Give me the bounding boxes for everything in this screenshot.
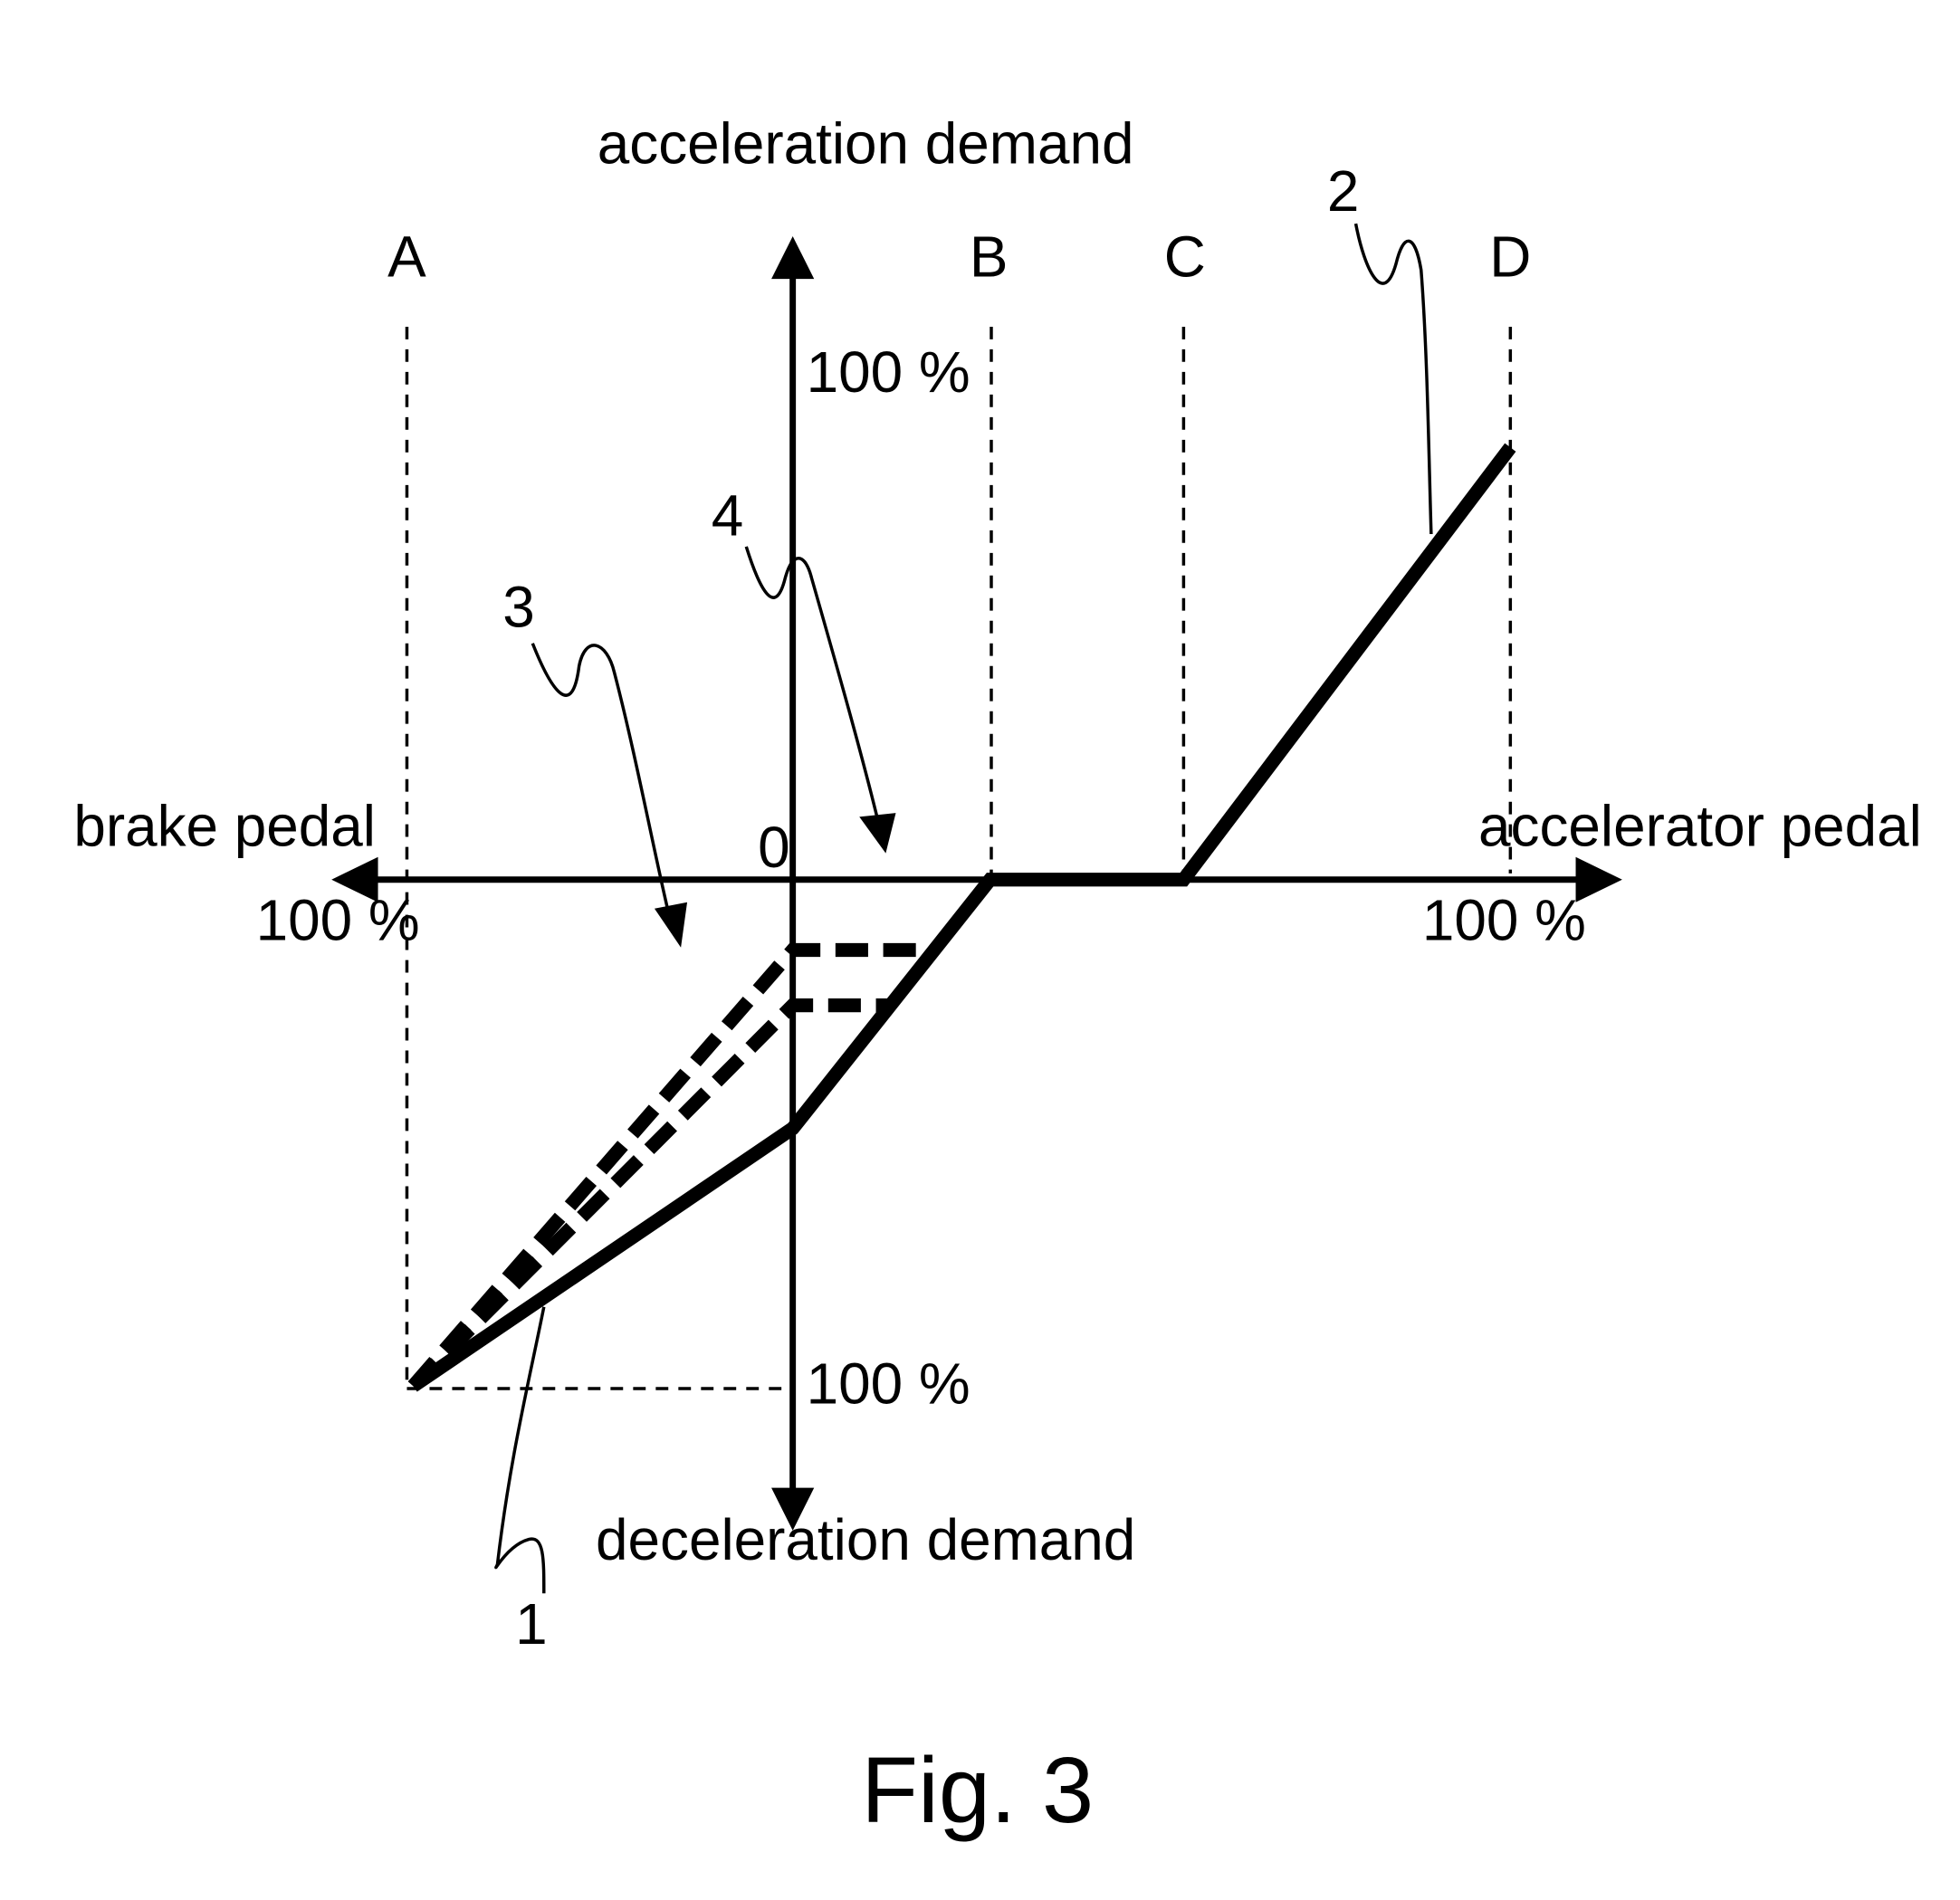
brake-max-label: 100 % xyxy=(256,887,420,952)
brake-pedal-label: brake pedal xyxy=(73,793,376,858)
horizontal-axis xyxy=(331,856,1622,902)
marker-c: C xyxy=(1164,224,1206,289)
marker-a: A xyxy=(387,224,426,289)
leader-line-3 xyxy=(531,643,672,918)
characteristic-curve-solid xyxy=(409,443,1516,1392)
accelerator-max-label: 100 % xyxy=(1422,887,1586,952)
arrow-left-icon xyxy=(331,856,378,902)
reference-numeral-3: 3 xyxy=(502,575,535,640)
marker-d: D xyxy=(1489,224,1531,289)
marker-b: B xyxy=(970,224,1009,289)
deceleration-max-label: 100 % xyxy=(807,1351,970,1417)
arrow-right-icon xyxy=(1575,856,1622,902)
characteristic-curve-dashed-lower xyxy=(408,998,887,1391)
figure-caption: Fig. 3 xyxy=(861,1738,1094,1842)
arrowhead-3-icon xyxy=(654,902,688,948)
guide-lines xyxy=(405,326,1513,1390)
accelerator-pedal-label: accelerator pedal xyxy=(1478,793,1922,858)
acceleration-max-label: 100 % xyxy=(807,339,970,405)
origin-label: 0 xyxy=(758,815,790,880)
curves xyxy=(407,443,1516,1392)
acceleration-demand-label: acceleration demand xyxy=(598,110,1134,176)
leader-lines xyxy=(494,223,1433,1594)
leader-line-1 xyxy=(494,1306,546,1594)
reference-numeral-4: 4 xyxy=(712,482,744,548)
reference-numeral-2: 2 xyxy=(1327,158,1360,224)
arrowhead-4-icon xyxy=(859,813,896,854)
arrow-down-icon xyxy=(771,1487,815,1531)
deceleration-demand-label: deceleration demand xyxy=(596,1507,1135,1572)
reference-numeral-1: 1 xyxy=(515,1591,548,1657)
leader-line-2 xyxy=(1353,223,1433,535)
leader-line-4 xyxy=(744,546,882,827)
characteristic-curve-dashed-upper xyxy=(407,942,932,1391)
vertical-axis xyxy=(771,235,815,1531)
arrow-up-icon xyxy=(771,235,815,280)
